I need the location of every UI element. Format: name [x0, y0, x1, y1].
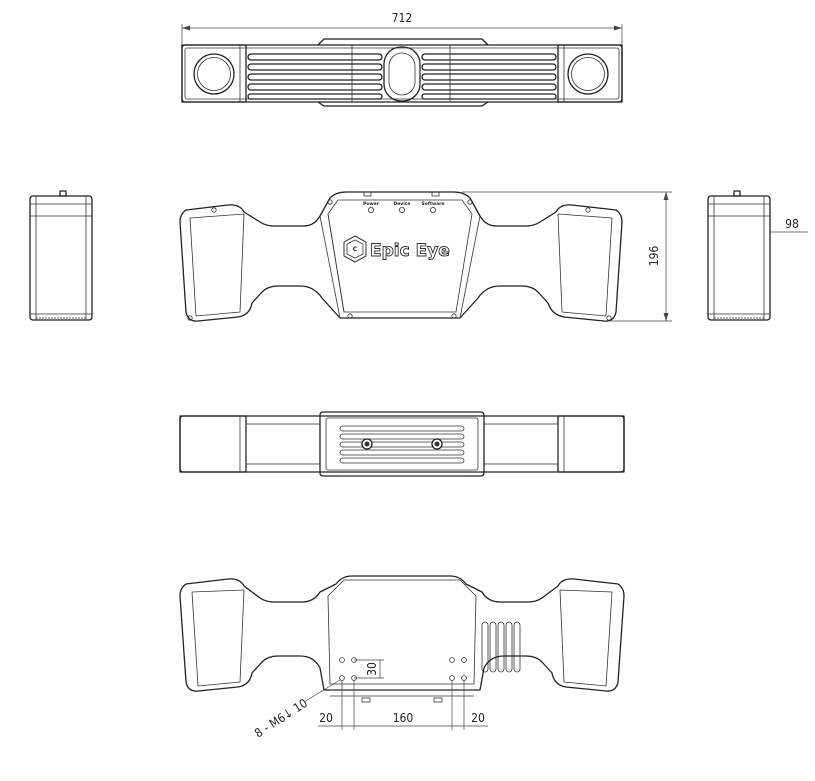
left-side-view: [29, 190, 93, 321]
software-led-icon: [429, 206, 436, 213]
mounting-holes: [339, 657, 467, 681]
device-led-icon: [398, 206, 405, 213]
depth-dimension: 98: [770, 217, 808, 233]
brand-logo: C Epic Eye: [343, 235, 450, 263]
hole-spacing-vertical-dimension: 30: [354, 659, 384, 679]
power-led-icon: [367, 206, 374, 213]
hole-offset-right-label: 20: [471, 711, 485, 725]
vent-grille-right: [421, 53, 557, 100]
indicator-label-power: Power: [363, 201, 380, 207]
hole-offset-left-label: 20: [319, 711, 333, 725]
depth-label: 98: [785, 217, 799, 231]
top-view: 712: [181, 11, 623, 107]
front-view: Power Device Software C Epic Eye 196: [179, 191, 672, 322]
vent-grille-left: [247, 53, 383, 100]
right-side-view: 98: [707, 190, 808, 321]
back-view: 30 20 160 20 8 - M6↓ 10: [179, 575, 625, 741]
vent-fins: [481, 621, 521, 673]
overall-width-label: 712: [392, 11, 413, 25]
hole-spacing-horizontal-dimensions: 20 160 20: [318, 680, 488, 730]
thread-callout-label: 8 - M6↓ 10: [252, 696, 310, 740]
height-dimension: 196: [462, 191, 672, 322]
hole-spacing-center-label: 160: [393, 711, 414, 725]
bottom-view: [179, 411, 625, 477]
brand-logo-text: Epic Eye: [370, 241, 450, 261]
overall-width-dimension: 712: [181, 11, 623, 46]
indicator-lights: Power Device Software: [363, 201, 444, 213]
height-label: 196: [647, 246, 661, 267]
indicator-label-device: Device: [394, 201, 411, 207]
hole-spacing-vertical-label: 30: [365, 662, 379, 676]
indicator-label-software: Software: [422, 201, 445, 207]
logo-mark-icon: C: [353, 246, 358, 253]
